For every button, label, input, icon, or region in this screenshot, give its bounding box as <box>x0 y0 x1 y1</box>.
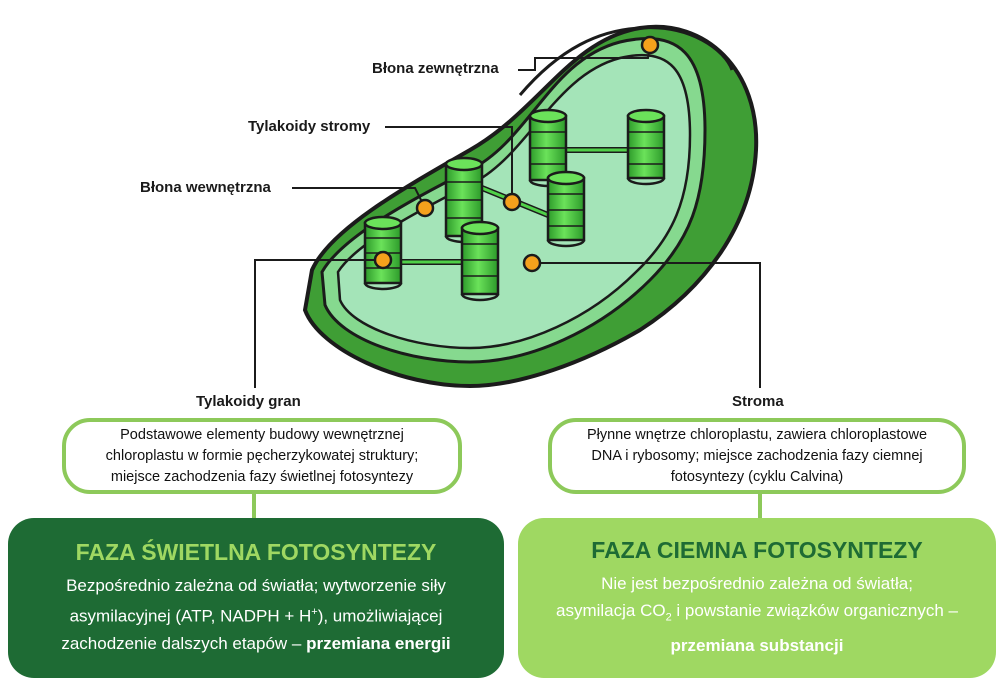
dark-phase-text: Nie jest bezpośrednio zależna od światła… <box>555 574 959 655</box>
stroma-connector <box>758 494 762 520</box>
label-granum-thylakoids: Tylakoidy gran <box>196 393 301 410</box>
chloroplast-illustration <box>254 24 761 389</box>
marker-stroma <box>522 253 542 273</box>
granum-stack <box>460 220 500 302</box>
granum-description-text: Podstawowe elementy budowy wewnętrznej c… <box>105 426 419 485</box>
stroma-description-box: Płynne wnętrze chloroplastu, zawiera chl… <box>548 418 966 494</box>
label-stroma: Stroma <box>732 393 784 410</box>
label-stroma-thylakoids: Tylakoidy stromy <box>248 118 371 135</box>
granum-stack <box>546 170 586 248</box>
marker-outer-membrane <box>640 35 660 55</box>
granum-description-box: Podstawowe elementy budowy wewnętrznej c… <box>62 418 462 494</box>
dark-phase-title: FAZA CIEMNA FOTOSYNTEZY <box>591 537 923 564</box>
marker-points <box>373 35 660 273</box>
label-outer-membrane: Błona zewnętrzna <box>372 60 499 77</box>
marker-stroma-thylakoids <box>502 192 522 212</box>
label-inner-membrane: Błona wewnętrzna <box>140 179 271 196</box>
dark-phase-box: FAZA CIEMNA FOTOSYNTEZY Nie jest bezpośr… <box>518 518 996 678</box>
granum-connector <box>252 494 256 520</box>
granum-stack <box>363 215 403 291</box>
light-phase-title: FAZA ŚWIETLNA FOTOSYNTEZY <box>75 539 437 566</box>
granum-stack <box>626 108 666 186</box>
marker-granum-thylakoids <box>373 250 393 270</box>
marker-inner-membrane <box>415 198 435 218</box>
light-phase-box: FAZA ŚWIETLNA FOTOSYNTEZY Bezpośrednio z… <box>8 518 504 678</box>
light-phase-text: Bezpośrednio zależna od światła; wytworz… <box>61 576 451 653</box>
stroma-description-text: Płynne wnętrze chloroplastu, zawiera chl… <box>586 426 928 485</box>
